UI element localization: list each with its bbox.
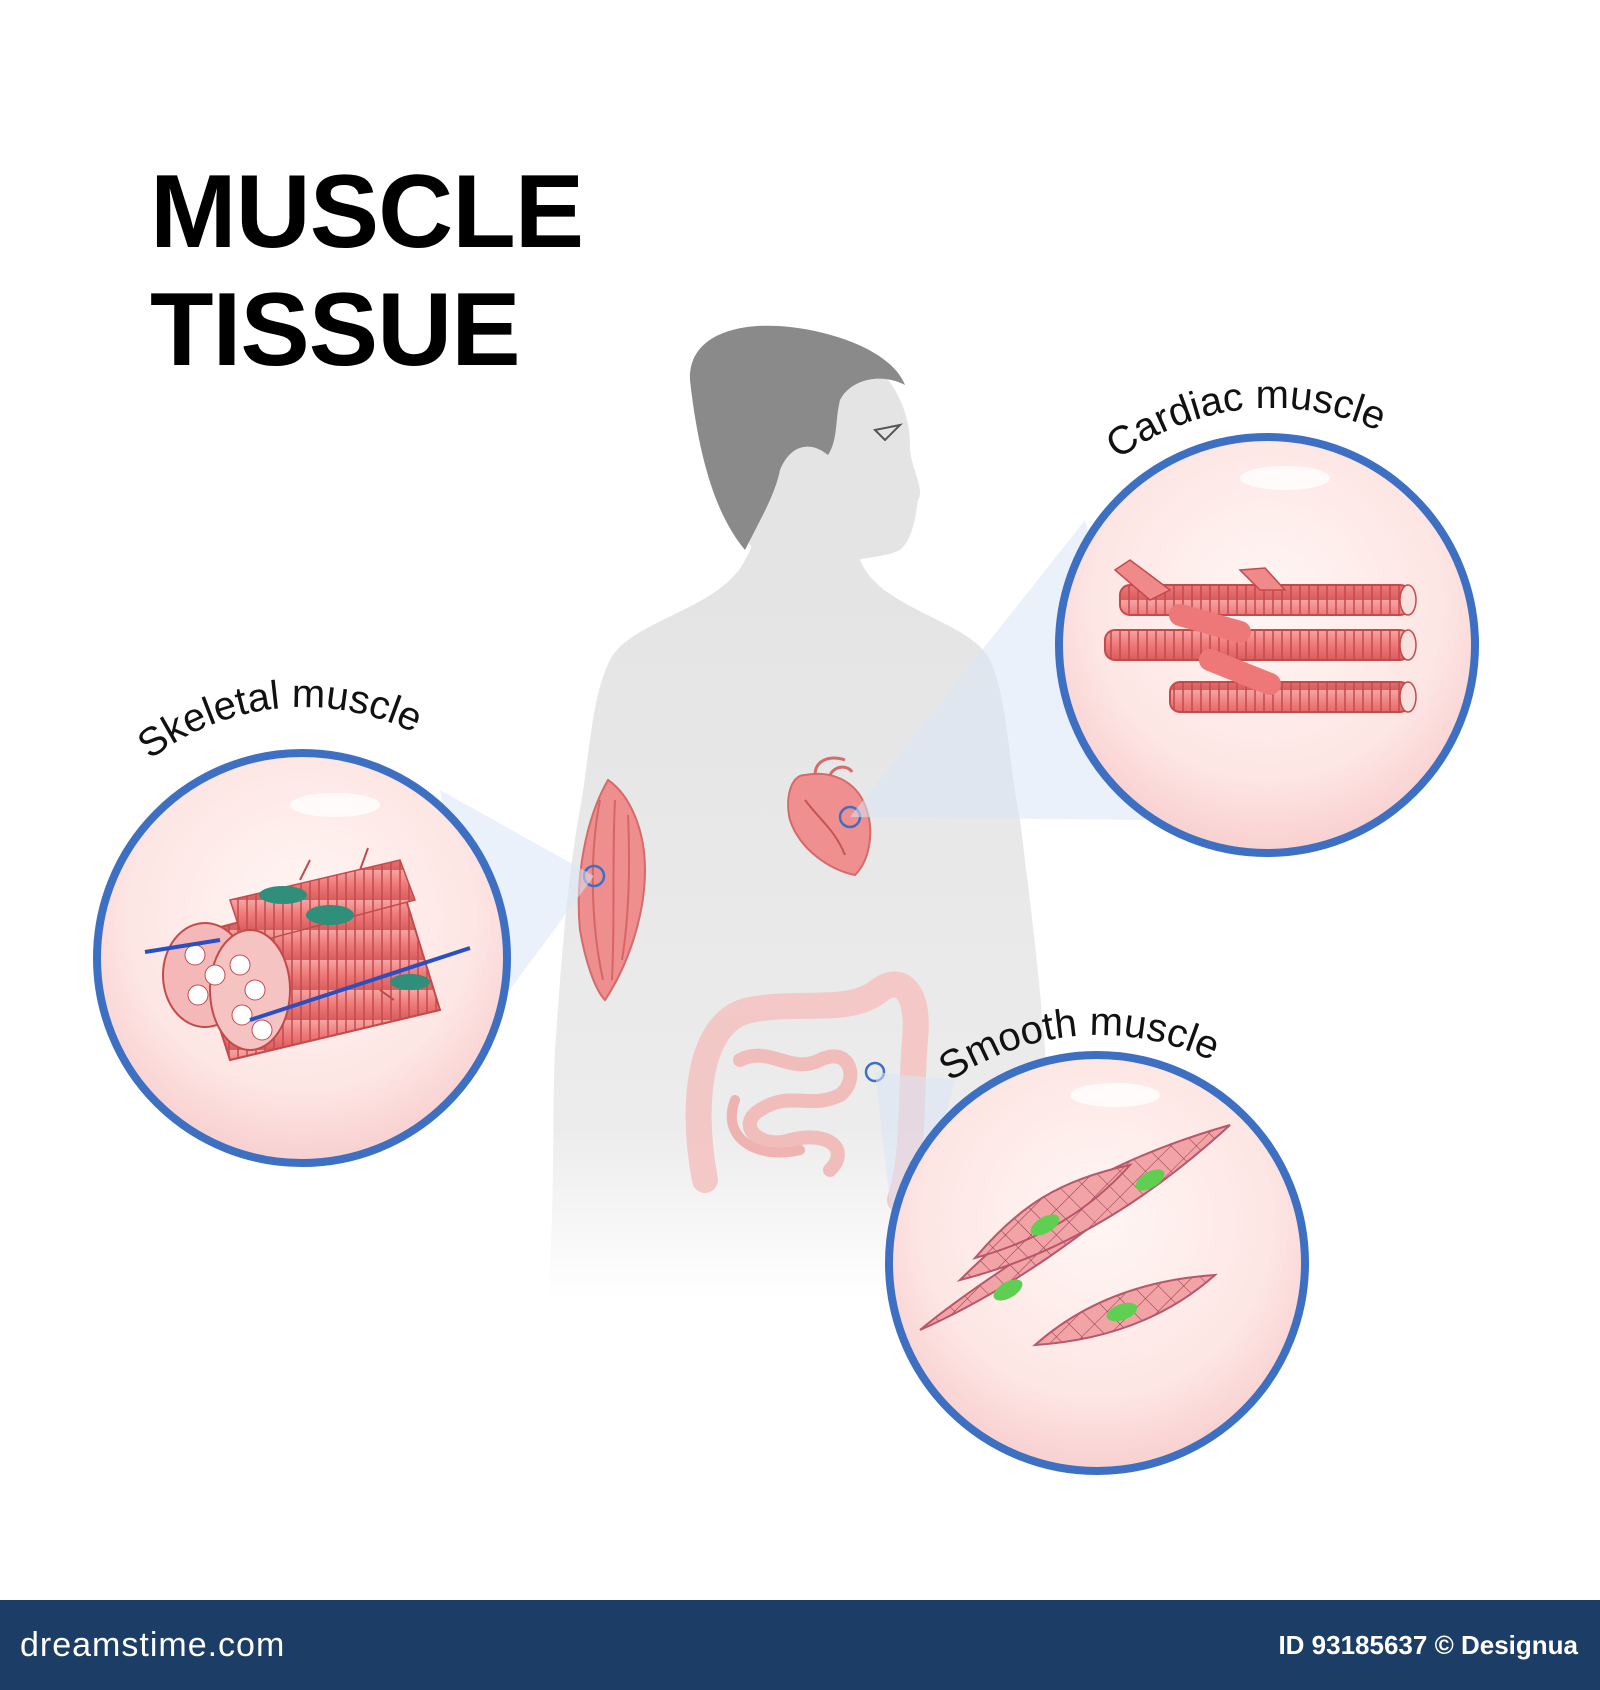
title-line-1: MUSCLE xyxy=(150,154,584,270)
smooth-muscle-cells xyxy=(919,1124,1231,1347)
skeletal-fiber-bundle xyxy=(144,847,471,1062)
heart xyxy=(787,756,872,877)
footer-credit: ID 93185637 © Designua xyxy=(1278,1630,1578,1660)
cardiac-muscle-circle xyxy=(1055,433,1479,857)
footer-brand[interactable]: dreamstime.com xyxy=(20,1626,286,1664)
biceps-muscle xyxy=(577,778,647,1002)
skeletal-muscle-circle xyxy=(93,749,511,1167)
muscle-illustration: Skeletal muscle Cardiac muscle Smooth mu… xyxy=(93,325,1479,1475)
cardiac-fibers xyxy=(1104,559,1417,713)
title-line-2: TISSUE xyxy=(150,272,521,388)
smooth-muscle-circle xyxy=(885,1051,1309,1475)
intestine-marker xyxy=(864,1061,886,1083)
footer-bar: dreamstime.com ID 93185637 © Designua xyxy=(0,1600,1600,1690)
